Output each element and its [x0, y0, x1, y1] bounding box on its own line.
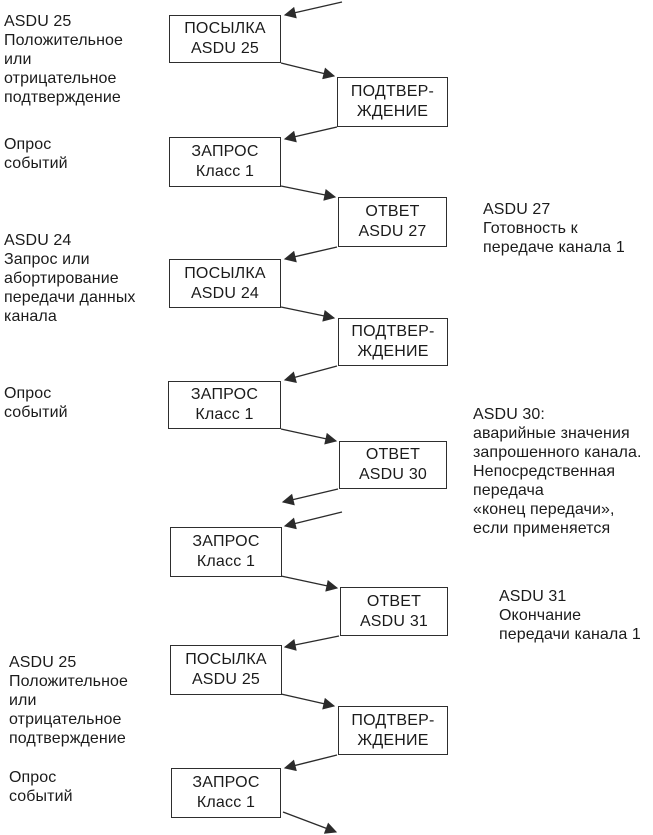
arrow-outgoing-bottom — [282, 811, 338, 834]
arrow-zapros2-to-otvet30 — [280, 428, 338, 445]
flow-box-posylka-asdu24: ПОСЫЛКА ASDU 24 — [169, 259, 281, 308]
flow-box-posylka-asdu25-2: ПОСЫЛКА ASDU 25 — [170, 645, 282, 695]
label-asdu27-ready: ASDU 27 Готовность к передаче канала 1 — [483, 201, 625, 256]
flow-box-podtverzhdenie-1: ПОДТВЕР- ЖДЕНИЕ — [337, 77, 448, 127]
arrow-posylka24-to-ack2 — [280, 306, 336, 322]
arrow-posylka25b-to-ack3 — [280, 693, 336, 710]
arrow-ack1-to-zapros1 — [283, 126, 338, 143]
flow-box-zapros-klass1-1: ЗАПРОС Класс 1 — [169, 137, 281, 187]
arrow-otvet27-to-posylka24 — [283, 246, 338, 263]
flow-box-otvet-asdu31: ОТВЕТ ASDU 31 — [340, 587, 448, 636]
arrow-zapros1-to-otvet27 — [280, 185, 337, 201]
flow-box-podtverzhdenie-3: ПОДТВЕР- ЖДЕНИЕ — [338, 706, 448, 755]
label-asdu25-ack-1: ASDU 25 Положительное или отрицательное … — [4, 13, 124, 106]
flow-box-otvet-asdu27: ОТВЕТ ASDU 27 — [338, 197, 447, 247]
label-event-poll-1: Опрос событий — [4, 136, 68, 172]
flow-box-otvet-asdu30: ОТВЕТ ASDU 30 — [339, 441, 447, 489]
label-asdu31-end: ASDU 31 Окончание передачи канала 1 — [499, 588, 641, 643]
arrow-otvet31-to-posylka25b — [283, 635, 340, 651]
flow-box-zapros-klass1-3: ЗАПРОС Класс 1 — [170, 527, 282, 577]
label-asdu30-emergency: ASDU 30: аварийные значения запрошенного… — [473, 406, 642, 537]
flow-box-posylka-asdu25-1: ПОСЫЛКА ASDU 25 — [169, 15, 281, 63]
label-event-poll-3: Опрос событий — [9, 769, 73, 805]
label-event-poll-2: Опрос событий — [4, 385, 68, 421]
arrow-otvet30-continuation — [281, 488, 339, 506]
arrow-posylka25-to-ack1 — [280, 62, 336, 80]
flow-box-zapros-klass1-2: ЗАПРОС Класс 1 — [168, 381, 281, 429]
arrow-incoming-top — [283, 1, 343, 19]
flow-box-zapros-klass1-4: ЗАПРОС Класс 1 — [171, 768, 281, 818]
arrow-ack3-to-zapros4 — [283, 754, 338, 772]
arrow-zapros3-to-otvet31 — [280, 575, 339, 592]
label-asdu25-ack-2: ASDU 25 Положительное или отрицательное … — [9, 654, 129, 747]
label-asdu24-request: ASDU 24 Запрос или абортирование передач… — [4, 232, 136, 325]
arrow-ack2-to-zapros2 — [283, 365, 338, 383]
flow-box-podtverzhdenie-2: ПОДТВЕР- ЖДЕНИЕ — [338, 318, 448, 366]
arrow-incoming-to-zapros3 — [283, 511, 343, 530]
